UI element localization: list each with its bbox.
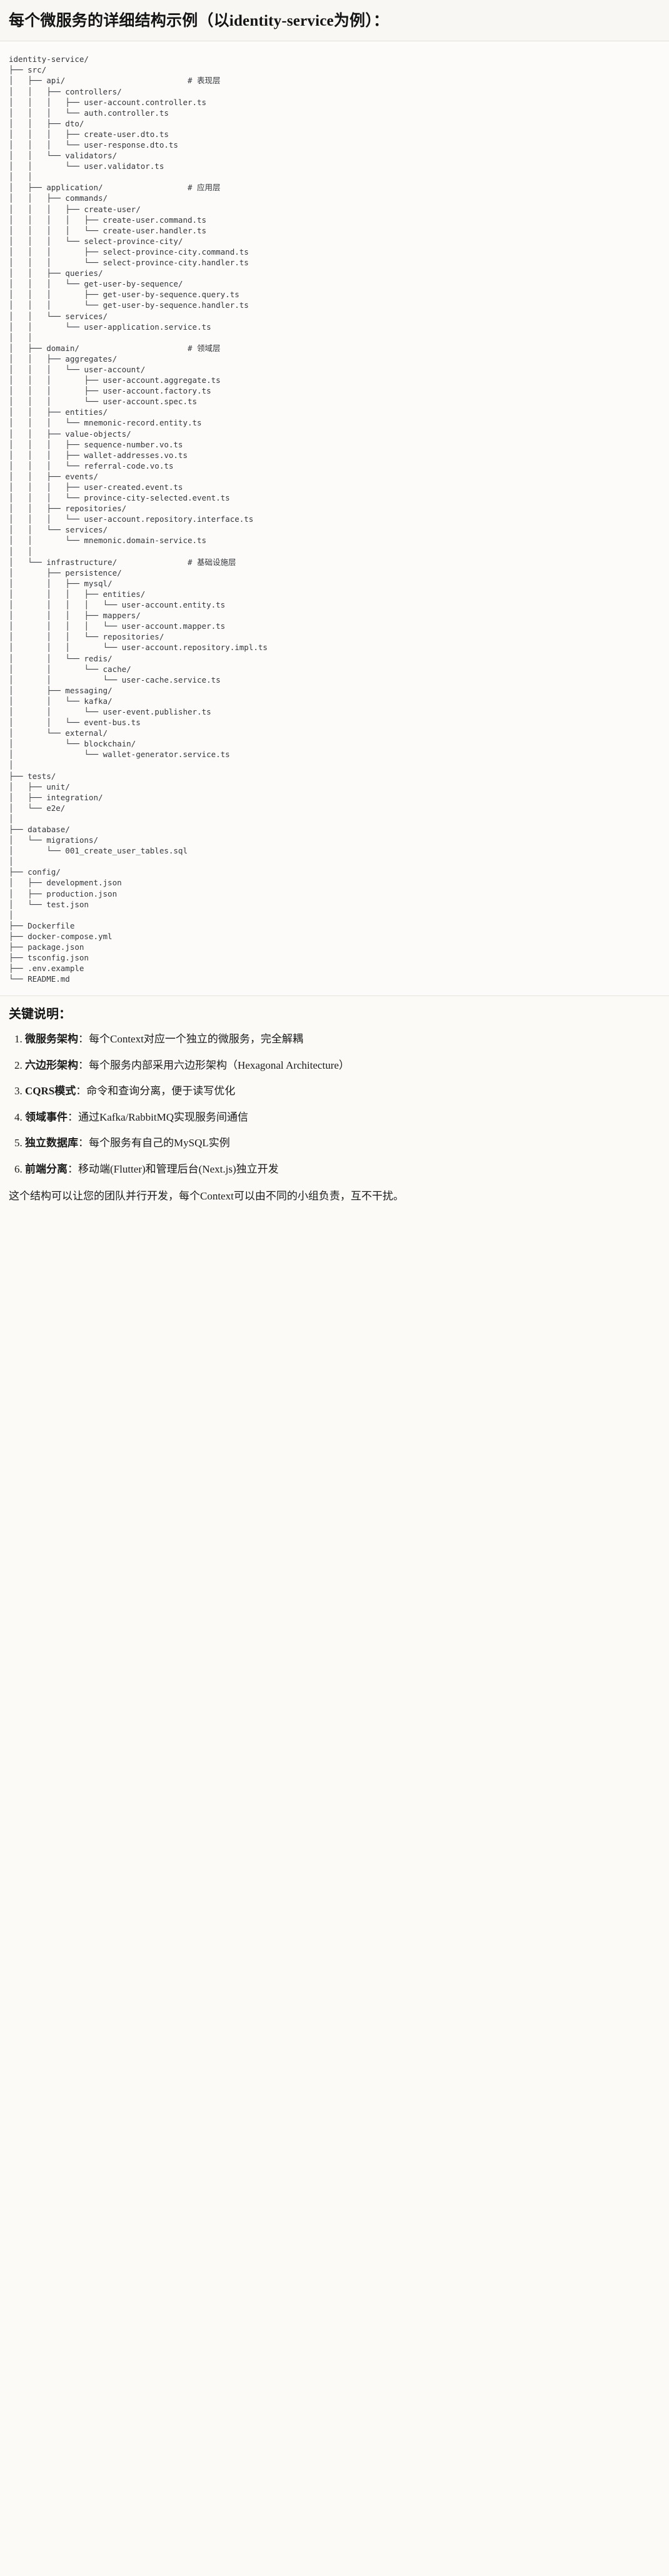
note-description: 每个服务有自己的MySQL实例 (89, 1137, 230, 1149)
heading-section: 每个微服务的详细结构示例（以identity-service为例）： (0, 0, 669, 42)
key-notes-title: 关键说明： (9, 1007, 71, 1022)
list-item: 领域事件：通过Kafka/RabbitMQ实现服务间通信 (25, 1109, 660, 1126)
note-description: 命令和查询分离，便于读写优化 (86, 1085, 236, 1097)
note-separator: ： (78, 1137, 89, 1149)
directory-tree: identity-service/ ├── src/ │ ├── api/ # … (9, 54, 268, 984)
note-separator: ： (78, 1059, 89, 1071)
list-item: 前端分离：移动端(Flutter)和管理后台(Next.js)独立开发 (25, 1161, 660, 1178)
list-item: 六边形架构：每个服务内部采用六边形架构（Hexagonal Architectu… (25, 1057, 660, 1074)
note-description: 通过Kafka/RabbitMQ实现服务间通信 (78, 1111, 248, 1123)
note-term: 六边形架构 (25, 1059, 78, 1071)
list-item: CQRS模式：命令和查询分离，便于读写优化 (25, 1083, 660, 1099)
list-item: 独立数据库：每个服务有自己的MySQL实例 (25, 1135, 660, 1151)
note-term: CQRS模式 (25, 1085, 76, 1097)
directory-tree-section: identity-service/ ├── src/ │ ├── api/ # … (0, 41, 669, 996)
key-notes-list: 微服务架构：每个Context对应一个独立的微服务，完全解耦 六边形架构：每个服… (9, 1031, 660, 1177)
note-term: 独立数据库 (25, 1137, 78, 1149)
note-description: 每个Context对应一个独立的微服务，完全解耦 (89, 1033, 303, 1046)
page-title: 每个微服务的详细结构示例（以identity-service为例）： (9, 13, 390, 29)
note-term: 微服务架构 (25, 1033, 78, 1046)
note-separator: ： (68, 1111, 78, 1123)
list-item: 微服务架构：每个Context对应一个独立的微服务，完全解耦 (25, 1031, 660, 1047)
note-description: 每个服务内部采用六边形架构（Hexagonal Architecture） (89, 1059, 350, 1071)
note-separator: ： (76, 1085, 87, 1097)
page-root: 每个微服务的详细结构示例（以identity-service为例）： ident… (0, 0, 669, 1221)
note-term: 领域事件 (25, 1111, 68, 1123)
note-term: 前端分离 (25, 1163, 68, 1175)
note-separator: ： (78, 1033, 89, 1046)
note-separator: ： (68, 1163, 78, 1175)
note-description: 移动端(Flutter)和管理后台(Next.js)独立开发 (78, 1163, 279, 1175)
closing-paragraph: 这个结构可以让您的团队并行开发，每个Context可以由不同的小组负责，互不干扰… (9, 1190, 404, 1203)
key-notes-section: 关键说明： 微服务架构：每个Context对应一个独立的微服务，完全解耦 六边形… (0, 995, 669, 1221)
